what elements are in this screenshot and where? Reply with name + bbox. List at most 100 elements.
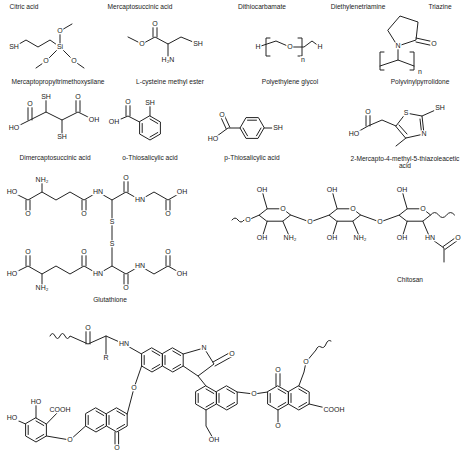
atom-label: H: [254, 43, 261, 50]
atom-label: OH: [396, 186, 409, 193]
compound-name: Triazine: [427, 4, 452, 11]
atom-label: OH: [108, 118, 121, 125]
atom-label: S: [403, 109, 410, 116]
atom-label: O: [302, 358, 309, 365]
atom-label: HO: [348, 130, 361, 137]
atom-label: HO: [30, 398, 43, 405]
atom-label: O: [70, 57, 77, 64]
atom-label: HO: [6, 270, 19, 277]
atom-label: O: [80, 248, 87, 255]
atom-label: O: [279, 205, 286, 212]
atom-label: O: [274, 366, 281, 373]
atom-label: COOH: [49, 406, 72, 413]
atom-label: O: [122, 284, 129, 291]
atom-label: O: [228, 350, 235, 357]
atom-label: O: [26, 100, 33, 107]
atom-label: O: [244, 216, 251, 223]
atom-label: SH: [40, 93, 52, 100]
atom-label: N: [394, 42, 401, 49]
atom-label: n: [300, 56, 306, 63]
atom-label: O: [151, 20, 158, 27]
atom-label: OH: [176, 188, 189, 195]
atom-label: OH: [88, 116, 101, 123]
atom-label: O: [164, 248, 171, 255]
atom-label: N: [200, 344, 207, 351]
atom-label: O: [56, 27, 63, 34]
atom-label: O: [250, 390, 257, 397]
atom-label: O: [80, 210, 87, 217]
compound-name: Mercaptopropyltrimethoxysilane: [10, 79, 105, 86]
compound-name: Mercaptosuccinic acid: [107, 4, 174, 11]
atom-label: O: [113, 444, 120, 451]
atom-label: HO: [207, 135, 220, 142]
atom-label: COOH: [323, 406, 346, 413]
atom-label: O: [218, 111, 225, 118]
compound-name: Polyvinylpyrrolidone: [390, 79, 451, 86]
atom-label: O: [74, 93, 81, 100]
atom-label: NH₂: [35, 284, 50, 291]
compound-name: Diethylenetriamine: [330, 4, 387, 11]
atom-label: O: [286, 43, 293, 50]
atom-label: S: [109, 218, 116, 225]
atom-label: SH: [272, 124, 284, 131]
atom-label: O: [274, 422, 281, 429]
compound-name: L-cysteine methyl ester: [135, 79, 205, 86]
atom-label: H₂N: [161, 56, 176, 63]
atom-label: O: [124, 98, 131, 105]
atom-label: SH: [434, 104, 446, 111]
compound-name: o-Thiosalicylic acid: [121, 155, 178, 162]
atom-label: N: [420, 130, 427, 137]
atom-label: OH: [256, 186, 269, 193]
atom-label: OH: [176, 270, 189, 277]
atom-label: S: [109, 240, 116, 247]
compound-name: Dimercaptosuccinic acid: [18, 155, 91, 162]
atom-label: HO: [6, 188, 19, 195]
atom-label: SH: [192, 40, 204, 47]
compound-name: Citric acid: [9, 4, 40, 11]
atom-label: HN: [118, 340, 130, 347]
atom-label: O: [349, 205, 356, 212]
compound-name: Dithiocarbamate: [237, 4, 287, 11]
atom-label: O: [66, 436, 73, 443]
atom-label: O: [430, 40, 437, 47]
atom-label: NH₂: [283, 234, 298, 241]
atom-label: OH: [326, 186, 339, 193]
compound-name: Glutathione: [92, 297, 128, 304]
atom-label: O: [306, 218, 313, 225]
atom-label: HN: [92, 188, 104, 195]
atom-label: O: [122, 174, 129, 181]
atom-label: HN: [134, 196, 146, 203]
atom-label: OH: [326, 234, 339, 241]
compound-name: Polyethylene glycol: [261, 79, 319, 86]
atom-label: O: [454, 234, 461, 241]
atom-label: NH₂: [35, 176, 50, 183]
atom-label: O: [364, 108, 371, 115]
atom-label: SH: [56, 133, 68, 140]
compound-name: p-Thiosalicylic acid: [223, 155, 280, 162]
atom-label: H: [316, 43, 323, 50]
atom-label: Si: [56, 43, 64, 50]
atom-label: HO: [6, 414, 19, 421]
compound-name: Chitosan: [396, 277, 424, 284]
atom-label: HN: [134, 262, 146, 269]
atom-label: O: [130, 384, 137, 391]
atom-label: n: [417, 68, 423, 75]
atom-label: O: [84, 324, 91, 331]
atom-label: HO: [8, 124, 21, 131]
atom-label: HN: [424, 234, 436, 241]
compound-name: 2-Mercapto-4-methyl-5-thiazoleacetic aci…: [345, 156, 465, 170]
atom-label: OH: [396, 234, 409, 241]
atom-label: SH: [144, 99, 156, 106]
atom-label: R: [102, 354, 109, 361]
atom-label: O: [42, 57, 49, 64]
atom-label: OH: [256, 234, 269, 241]
atom-label: NH₂: [353, 234, 368, 241]
atom-label: O: [24, 210, 31, 217]
atom-label: O: [164, 210, 171, 217]
atom-label: O: [376, 218, 383, 225]
atom-label: SH: [8, 43, 20, 50]
atom-label: O: [24, 248, 31, 255]
atom-label: O: [138, 40, 145, 47]
atom-label: OH: [208, 436, 221, 443]
